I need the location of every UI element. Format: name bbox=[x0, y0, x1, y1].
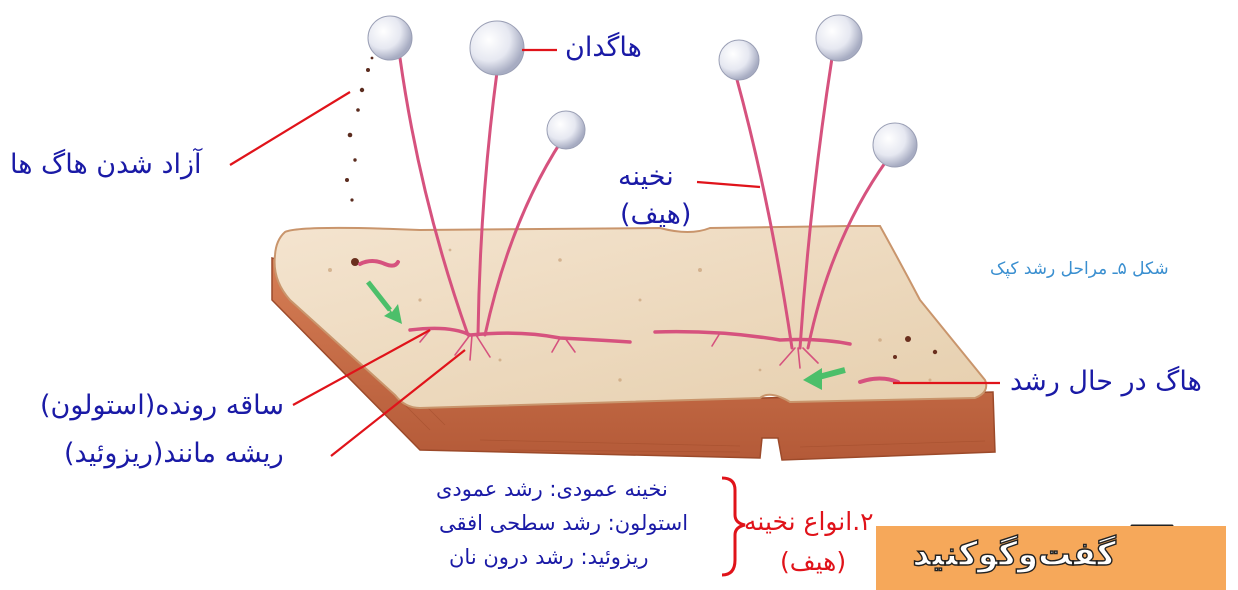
label-stolon: ساقه رونده(استولون) bbox=[40, 390, 284, 422]
label-rhizoid: ریشه مانند(ریزوئید) bbox=[64, 438, 284, 470]
released-spores bbox=[345, 38, 384, 201]
label-hypha: نخینه bbox=[618, 161, 674, 193]
discussion-box: گفت‌وگوکنید bbox=[876, 526, 1226, 590]
label-growing-spore: هاگ در حال رشد bbox=[1010, 366, 1202, 398]
hypha-type-stolon: استولون: رشد سطحی افقی bbox=[439, 510, 688, 537]
hypha-types-title: ۲.انواع نخینه bbox=[744, 506, 874, 538]
label-spore-release: آزاد شدن هاگ ها bbox=[10, 149, 202, 181]
hypha-type-vertical: نخینه عمودی: رشد عمودی bbox=[436, 476, 668, 503]
hypha-types-subtitle: (هیف) bbox=[780, 546, 846, 578]
discussion-title: گفت‌وگوکنید bbox=[913, 534, 1116, 573]
label-sporangium: هاگدان bbox=[565, 32, 642, 64]
figure-caption: شکل ۵ـ مراحل رشد کپک bbox=[990, 253, 1169, 285]
hypha-type-rhizoid: ریزوئید: رشد درون نان bbox=[449, 544, 649, 571]
types-brace bbox=[722, 478, 745, 575]
label-hypha-paren: (هیف) bbox=[620, 199, 691, 231]
sporangia bbox=[368, 15, 917, 167]
